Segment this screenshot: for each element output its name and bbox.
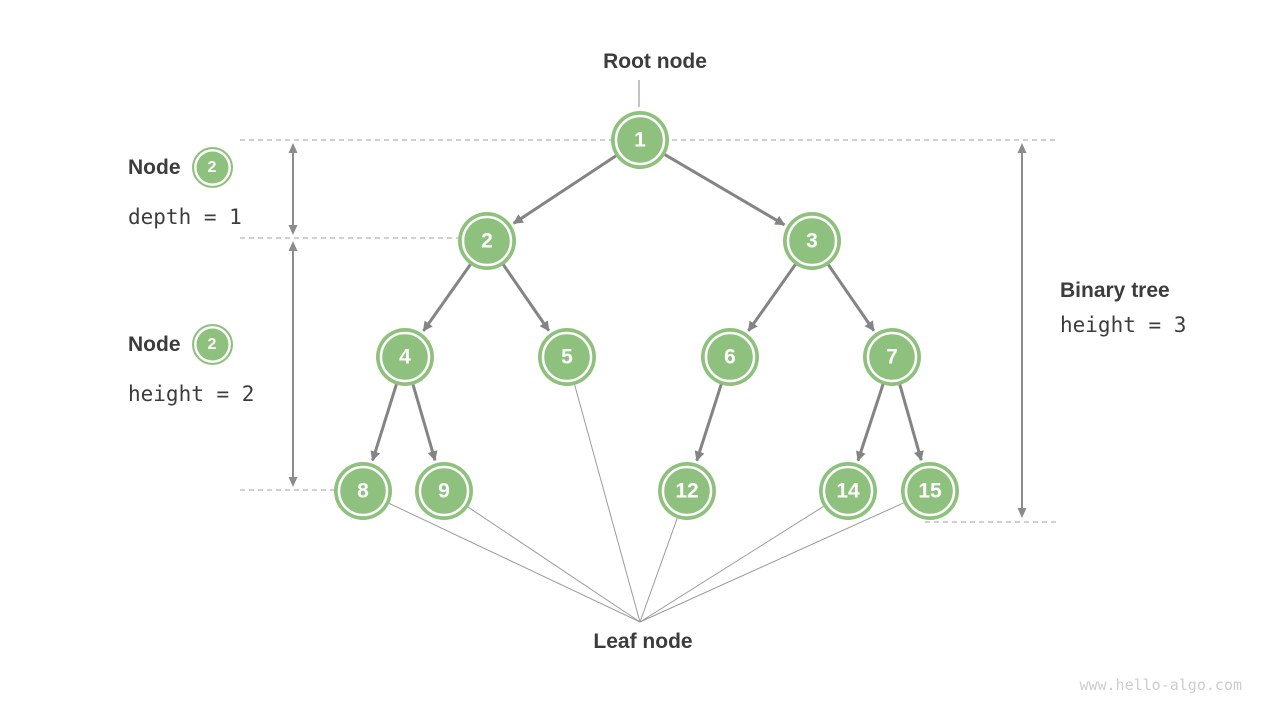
tree-node: 12	[658, 462, 716, 520]
node-height-badge-value: 2	[207, 335, 217, 353]
leaf-pointer-line	[639, 518, 678, 623]
node-depth-badge-value: 2	[207, 158, 217, 176]
tree-edge	[411, 383, 438, 462]
tree-node-value: 2	[481, 230, 493, 253]
tree-node-value: 5	[561, 346, 573, 369]
tree-node-ring	[822, 465, 874, 517]
tree-node-ring	[337, 465, 389, 517]
tree-node-circle	[819, 462, 877, 520]
watermark: www.hello-algo.com	[1079, 676, 1242, 694]
tree-node: 2	[458, 212, 516, 270]
tree-node-ring	[661, 465, 713, 517]
measure-arrowhead-up-icon	[1017, 143, 1027, 153]
tree-node-value: 3	[806, 230, 818, 253]
measure-arrowhead-up-icon	[288, 241, 298, 251]
tree-node: 9	[415, 462, 473, 520]
tree-node-ring	[704, 331, 756, 383]
tree-node: 15	[901, 462, 959, 520]
tree-node: 14	[819, 462, 877, 520]
tree-edge	[663, 152, 786, 227]
tree-node-value: 9	[438, 480, 450, 503]
tree-node-circle	[611, 111, 669, 169]
tree-edge	[856, 383, 885, 462]
tree-node-circle	[415, 462, 473, 520]
tree-node-value: 8	[357, 480, 369, 503]
tree-node: 8	[334, 462, 392, 520]
tree-edge	[898, 383, 924, 462]
tree-edge	[370, 383, 399, 462]
binary-tree-title: Binary tree	[1060, 279, 1170, 302]
node-depth-caption: depth = 1	[128, 205, 242, 229]
tree-node-circle	[701, 328, 759, 386]
node-badge-icon: 2	[191, 324, 233, 365]
tree-node-ring	[904, 465, 956, 517]
tree-node-value: 12	[675, 480, 698, 503]
tree-node-circle	[376, 328, 434, 386]
tree-node-value: 15	[918, 480, 942, 503]
measure-arrowhead-down-icon	[288, 477, 298, 487]
measure-arrowhead-down-icon	[1017, 508, 1027, 518]
tree-node-circle	[334, 462, 392, 520]
binary-tree-annotation: Binary tree height = 3	[1060, 279, 1186, 337]
tree-node: 5	[538, 328, 596, 386]
tree-node-ring	[379, 331, 431, 383]
tree-node-ring	[541, 331, 593, 383]
node-badge-icon: 2	[191, 147, 233, 188]
leaf-pointer-line	[389, 502, 641, 623]
node-depth-annotation: Node 2 depth = 1	[128, 147, 242, 229]
tree-node-circle	[901, 462, 959, 520]
tree-node-circle	[538, 328, 596, 386]
node-height-annotation: Node 2 height = 2	[128, 324, 254, 406]
leaf-pointer-line	[639, 506, 824, 623]
binary-tree-caption: height = 3	[1060, 313, 1187, 337]
tree-node-value: 6	[724, 346, 736, 369]
tree-edge	[422, 262, 473, 332]
tree-node: 4	[376, 328, 434, 386]
tree-node-ring	[614, 114, 666, 166]
tree-node: 7	[863, 328, 921, 386]
tree-edge	[747, 262, 798, 332]
tree-node-circle	[458, 212, 516, 270]
tree-node-ring	[786, 215, 838, 267]
measure-arrowhead-up-icon	[288, 143, 298, 153]
leaf-node-label: Leaf node	[593, 630, 693, 653]
tree-edge	[512, 154, 618, 225]
leaf-pointer-line	[639, 502, 904, 623]
tree-edge	[501, 263, 551, 332]
tree-node: 1	[611, 111, 669, 169]
leaf-pointer-line	[467, 506, 641, 623]
measure-arrowhead-down-icon	[288, 225, 298, 235]
tree-node-ring	[461, 215, 513, 267]
tree-node-ring	[866, 331, 918, 383]
tree-edge	[826, 263, 876, 332]
node-depth-title: Node	[128, 155, 181, 179]
tree-node: 6	[701, 328, 759, 386]
tree-node-value: 7	[886, 346, 898, 369]
tree-node-circle	[863, 328, 921, 386]
tree-node-ring	[418, 465, 470, 517]
tree-edges-layer	[370, 152, 924, 462]
tree-node: 3	[783, 212, 841, 270]
tree-node-circle	[783, 212, 841, 270]
leaf-pointer-line	[574, 384, 641, 623]
root-node-label: Root node	[603, 50, 707, 73]
node-height-title: Node	[128, 332, 181, 356]
tree-node-value: 14	[836, 480, 860, 503]
tree-node-value: 1	[634, 129, 646, 152]
tree-node-circle	[658, 462, 716, 520]
node-height-caption: height = 2	[128, 382, 255, 406]
leaf-pointer-lines-layer	[389, 384, 904, 623]
tree-edge	[694, 383, 723, 462]
tree-node-value: 4	[399, 346, 411, 369]
